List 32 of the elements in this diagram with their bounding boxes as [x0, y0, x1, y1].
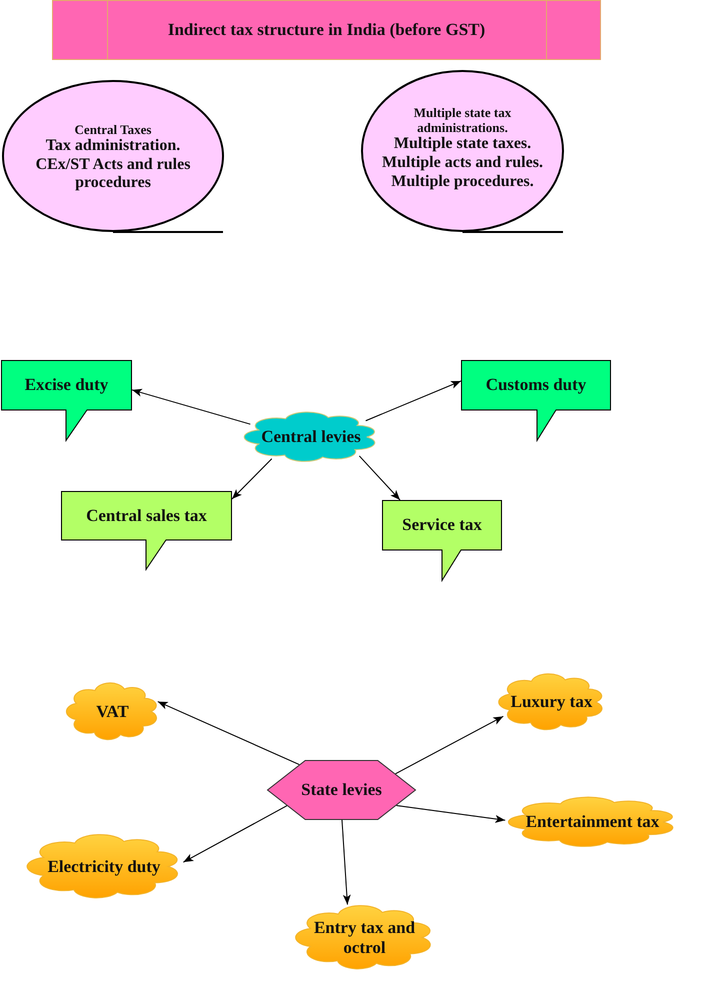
node-label: Luxury tax	[510, 692, 592, 712]
callout-box	[61, 491, 232, 570]
arrow	[182, 805, 288, 863]
callout-box	[1, 360, 132, 441]
bubble-heading: Multiple state tax administrations.	[412, 104, 512, 136]
hexagon-shape	[267, 760, 416, 820]
node-label: VAT	[96, 702, 129, 722]
node-label: Entertainment tax	[526, 812, 660, 832]
node-label: Customs duty	[486, 375, 586, 395]
arrow	[342, 820, 351, 906]
callout-box	[461, 360, 611, 441]
speech-bubble-ellipse	[2, 80, 224, 233]
arrow	[396, 805, 506, 823]
arrow	[232, 458, 272, 500]
bubble-text: Multiple state taxes. Multiple acts and rules. Multiple procedures.	[381, 135, 544, 192]
node-label: Central sales tax	[86, 506, 207, 526]
arrow	[394, 716, 504, 774]
node-label: State levies	[301, 780, 382, 800]
speech-bubble-ellipse	[361, 70, 564, 233]
node-label: Service tax	[402, 515, 482, 535]
node-label: Electricity duty	[48, 856, 160, 876]
arrow	[358, 455, 400, 500]
bubble-text: Tax administration. CEx/ST Acts and rules procedures	[34, 137, 192, 194]
title-text: Indirect tax structure in India (before GST)	[168, 20, 486, 40]
callout-box	[382, 500, 502, 581]
node-label: Entry tax and octrol	[312, 918, 416, 958]
arrow	[157, 701, 300, 766]
node-label: Excise duty	[24, 375, 108, 395]
bubble-heading: Central Taxes	[74, 122, 152, 138]
arrow	[132, 388, 251, 425]
node-label: Central levies	[261, 427, 361, 447]
arrow	[365, 380, 462, 422]
